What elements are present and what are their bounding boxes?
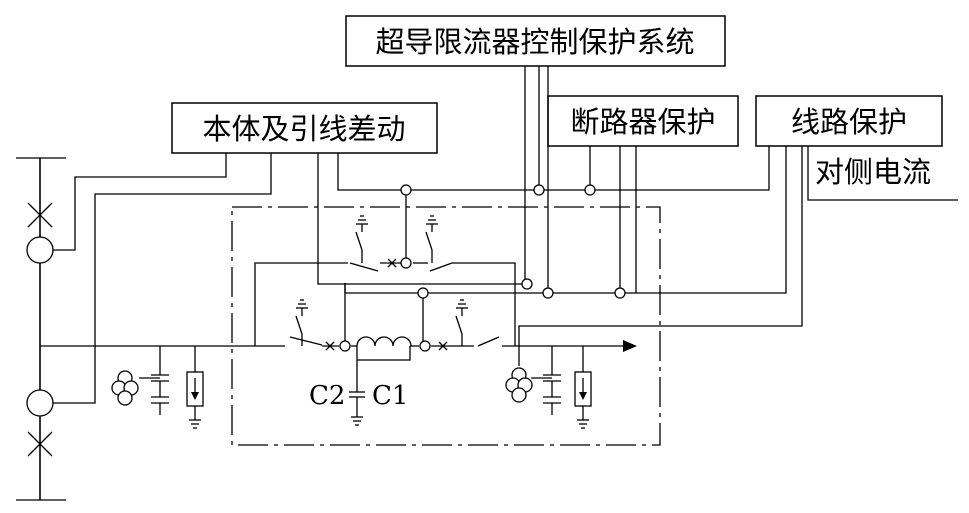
left-busbar (16, 157, 66, 501)
right-ground-switch-icon (455, 299, 468, 346)
sfcl-control-label: 超导限流器控制保护系统 (375, 25, 694, 59)
bypass-left-ground-switch-icon (355, 215, 368, 263)
body-diff-box: 本体及引线差动 (171, 102, 438, 154)
bypass-cross-icon (387, 258, 397, 268)
node-620-293 (614, 287, 626, 299)
lower-bus-ct-icon (26, 389, 54, 417)
sfcl-enclosure (231, 206, 661, 446)
node-top-bypass (400, 184, 412, 196)
left-arrester-icon (186, 346, 204, 429)
bypass-right-ground-switch-icon (425, 215, 438, 263)
upper-bus-ct-icon (26, 236, 54, 264)
capacitor-branch (349, 352, 411, 426)
node-548-293 (542, 287, 554, 299)
lower-bus-breaker-icon (27, 431, 53, 457)
left-cross-icon (325, 341, 335, 351)
line-direction-arrow-icon (623, 340, 637, 352)
sfcl-control-box: 超导限流器控制保护系统 (345, 15, 726, 67)
c2-label: C2 (309, 381, 345, 411)
right-pt-icon (531, 346, 561, 415)
node-sfcl-top (533, 184, 545, 196)
breaker-protection-label: 断路器保护 (570, 105, 715, 139)
upper-bus-breaker-icon (27, 202, 53, 228)
main-line (40, 336, 637, 352)
node-423-293 (417, 287, 429, 299)
body-diff-label: 本体及引线差动 (202, 112, 405, 146)
signal-wiring (53, 66, 803, 404)
right-cross-icon (438, 341, 448, 351)
node-main-left (339, 340, 351, 352)
line-protection-label: 线路保护 (791, 105, 907, 139)
c1-label: C1 (372, 381, 408, 411)
left-pt-icon (111, 346, 169, 415)
sfcl-reactor-icon (356, 336, 412, 347)
breaker-protection-box: 断路器保护 (547, 95, 739, 147)
node-bypass-mid (400, 257, 412, 269)
remote-current-label: 对侧电流 (815, 155, 931, 189)
bypass-branch (254, 262, 516, 346)
left-ground-switch-icon (295, 299, 308, 346)
node-main-right (419, 340, 431, 352)
right-arrester-icon (574, 346, 592, 429)
remote-current-box: 对侧电流 (807, 146, 958, 201)
node-breaker-top (584, 184, 596, 196)
line-protection-box: 线路保护 (755, 95, 943, 147)
node-sfcl-284 (521, 278, 533, 290)
right-ct-pt-icon (505, 367, 533, 403)
